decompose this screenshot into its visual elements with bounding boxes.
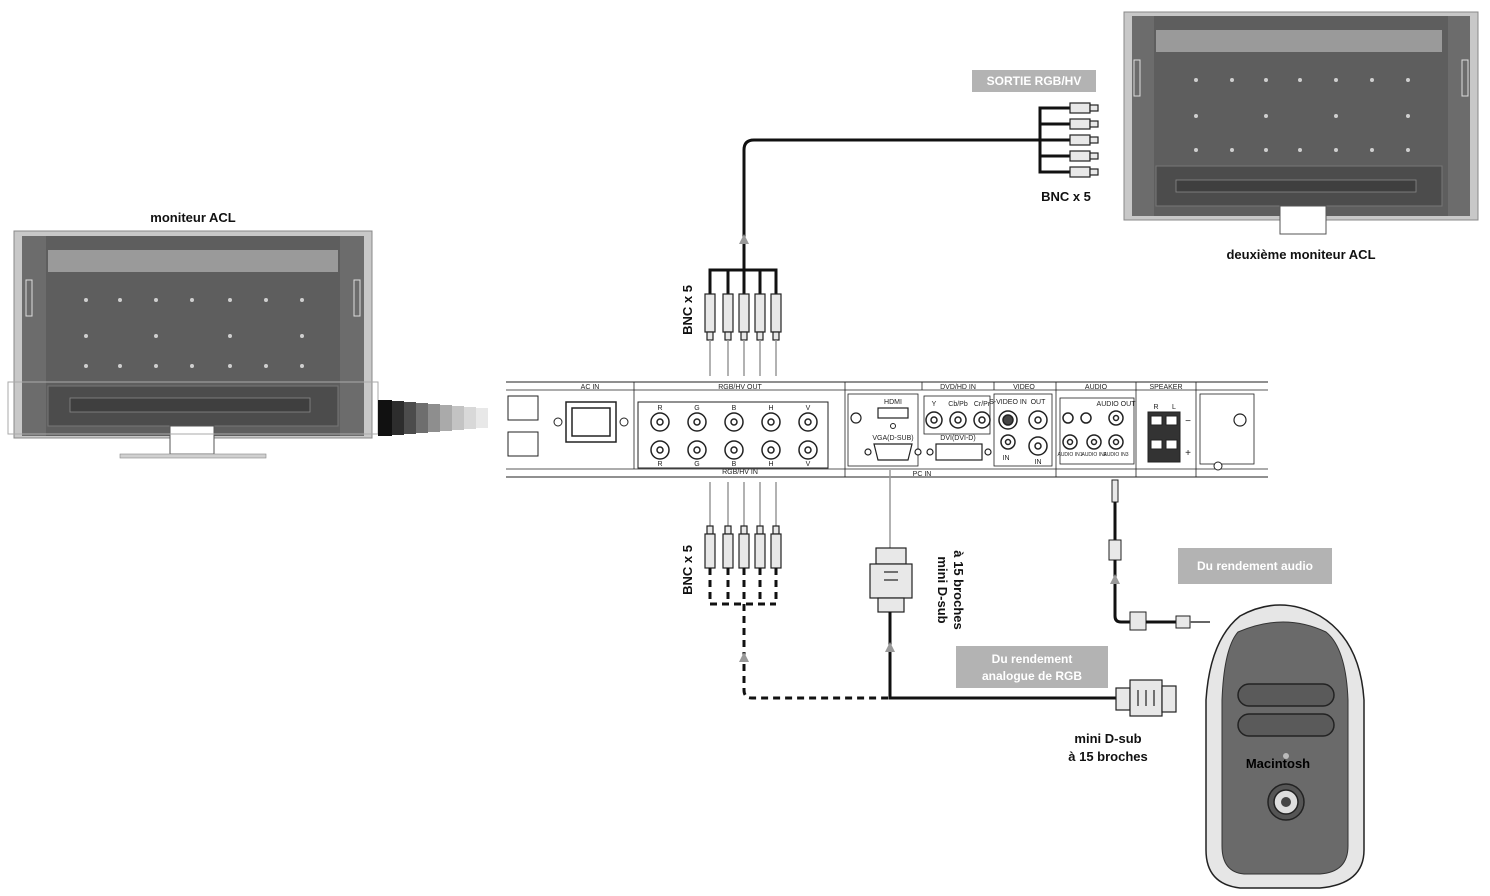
dvi-port[interactable] [926, 443, 992, 461]
rgbhv-out-cable [742, 138, 1032, 244]
audio-out-label: AUDIO OUT [1097, 401, 1137, 408]
ac-in-label: AC IN [581, 384, 600, 391]
bnc-plugs-top [704, 293, 782, 341]
svideo-port[interactable] [998, 410, 1018, 430]
ac-in-section[interactable] [507, 395, 629, 457]
video-in-jacks[interactable] [1000, 434, 1048, 456]
pc-in-label: PC IN [913, 471, 932, 478]
out-pin-h: H [768, 405, 773, 412]
rgb-badge-line2: analogue de RGB [982, 669, 1082, 683]
bnc-connectors-top-right [1032, 106, 1070, 174]
zoom-gradient [378, 400, 488, 436]
macintosh-tower [1205, 604, 1365, 889]
monitor-left-label: moniteur ACL [150, 210, 236, 225]
cb-label: Cb/Pb [948, 401, 968, 408]
dsub-plug-horizontal [1115, 679, 1177, 717]
in-pin-b: B [732, 461, 737, 468]
bnc-leads-bottom [709, 482, 777, 526]
y-label: Y [932, 401, 937, 408]
audio-box [1059, 397, 1135, 465]
rgb-output-badge [956, 646, 1108, 688]
bnc-plugs-bottom [704, 525, 782, 569]
out-pin-r: R [657, 405, 662, 412]
component-jacks[interactable] [925, 411, 991, 429]
in-pin-h: H [768, 461, 773, 468]
speaker-plus-label: + [1185, 448, 1191, 459]
speaker-terminals[interactable] [1147, 411, 1181, 463]
rgbhv-out-jacks[interactable] [650, 412, 818, 432]
speaker-section-label: SPEAKER [1149, 384, 1182, 391]
sortie-badge-label: SORTIE RGB/HV [987, 74, 1082, 88]
dsub-bottom-line2: à 15 broches [1068, 749, 1148, 764]
bnc-bottom-vertical-label: BNC x 5 [680, 545, 695, 595]
component-box [923, 395, 991, 435]
audio-cable [1108, 479, 1210, 631]
video-out-label: OUT [1031, 399, 1047, 406]
rgbhv-out-label: RGB/HV OUT [718, 384, 762, 391]
bnc-leads-top [709, 340, 777, 376]
dsub-vertical-line1: mini D-sub [935, 556, 950, 623]
audio-in3-label: AUDIO IN3 [1103, 452, 1128, 458]
hdmi-label: HDMI [884, 399, 902, 406]
in-pin-v: V [806, 461, 811, 468]
bnc-bundle-top [708, 244, 778, 294]
sortie-badge [972, 70, 1096, 92]
pc-box-left [847, 393, 919, 467]
arrow-up-icon [1110, 574, 1120, 584]
panel-end-box [1199, 393, 1255, 465]
speaker-r-label: R [1153, 404, 1158, 411]
vga-connector-plug [869, 547, 913, 613]
speaker-l-label: L [1172, 404, 1176, 411]
video-section-label: VIDEO [1013, 384, 1035, 391]
hdmi-port[interactable] [877, 407, 909, 419]
audio-badge-label: Du rendement audio [1197, 559, 1313, 573]
cr-label: Cr/Pr [974, 401, 991, 408]
video-box [993, 393, 1053, 467]
dvd-hd-in-label: DVD/HD IN [940, 384, 976, 391]
audio-output-badge [1178, 548, 1332, 584]
lcd-monitor-left [7, 230, 379, 459]
rgbhv-in-label: RGB/HV IN [722, 469, 758, 476]
in-pin-g: G [694, 461, 699, 468]
arrow-up-icon [739, 652, 749, 662]
dvi-label: DVI(DVI-D) [940, 435, 975, 442]
vga-label: VGA(D-SUB) [872, 435, 913, 442]
vga-cable [888, 612, 1116, 700]
out-pin-g: G [694, 405, 699, 412]
screw-icon [1213, 461, 1223, 471]
rgbhv-in-jacks[interactable] [650, 440, 818, 460]
svideo-label: S-VIDEO IN [989, 399, 1027, 406]
rgbhv-box [637, 401, 829, 469]
video-in2-label: IN [1035, 459, 1042, 466]
speaker-minus-label: − [1185, 416, 1191, 427]
bnc-bundle-bottom-dashed [708, 568, 890, 700]
screw-icon [1233, 413, 1247, 427]
bnc-top-right-label: BNC x 5 [1041, 189, 1091, 204]
audio-in1-label: AUDIO IN1 [1057, 452, 1082, 458]
lcd-monitor-right [1123, 11, 1479, 235]
arrow-up-icon [739, 234, 749, 244]
audio-jacks[interactable] [1062, 410, 1124, 450]
bnc-top-vertical-label: BNC x 5 [680, 285, 695, 335]
vga-port[interactable] [864, 443, 922, 461]
out-pin-v: V [806, 405, 811, 412]
connector-panel [506, 381, 1268, 478]
monitor-right-label: deuxième moniteur ACL [1226, 247, 1375, 262]
audio-section-label: AUDIO [1085, 384, 1108, 391]
video-in1-label: IN [1003, 455, 1010, 462]
macintosh-label: Macintosh [1246, 756, 1310, 771]
bnc-plugs-top-right [1069, 102, 1099, 178]
audio-in2-label: AUDIO IN2 [1081, 452, 1106, 458]
arrow-up-icon [885, 642, 895, 652]
dsub-vertical-line2: à 15 broches [951, 550, 966, 630]
rgb-badge-line1: Du rendement [992, 652, 1073, 666]
hdmi-led-icon [890, 423, 896, 429]
in-pin-r: R [657, 461, 662, 468]
out-pin-b: B [732, 405, 737, 412]
video-out-jack[interactable] [1028, 410, 1048, 430]
dsub-bottom-line1: mini D-sub [1074, 731, 1141, 746]
screw-icon [850, 412, 862, 424]
